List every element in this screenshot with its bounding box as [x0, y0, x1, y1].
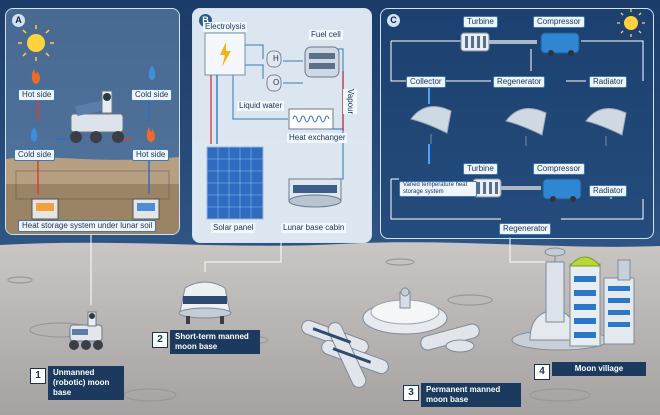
storage-box-right	[132, 198, 160, 220]
radiator-bottom-label: Radiator	[589, 185, 628, 197]
flame-icon-2	[146, 127, 155, 142]
solar-panel-unit	[206, 146, 264, 220]
rover-illustration	[70, 90, 124, 143]
solar-collectors	[410, 106, 627, 136]
turbine-top-label: Turbine	[463, 16, 498, 28]
hydrogen-label: H	[273, 54, 279, 63]
hot-side-label-bottom: Hot side	[132, 149, 170, 161]
stage-3-label: Permanent manned moon base	[421, 383, 521, 407]
radiator-top-label: Radiator	[589, 76, 628, 88]
water-drop-icon	[148, 65, 156, 80]
heat-storage-system-label: Varied temperature heat storage system	[399, 181, 477, 197]
cold-side-label-top: Cold side	[131, 89, 173, 101]
cold-side-label-bottom: Cold side	[14, 149, 56, 161]
turbine-bottom-unit	[472, 178, 502, 198]
oxygen-label: O	[273, 78, 280, 87]
water-drop-icon-2	[30, 127, 38, 142]
panel-c-illustration	[390, 9, 645, 220]
turbine-top-unit	[460, 32, 490, 52]
vapour-label: Vapour	[343, 89, 357, 115]
fuel-cell-unit	[304, 46, 340, 78]
regenerator-bottom-label: Regenerator	[499, 223, 552, 235]
compressor-bottom-unit	[542, 178, 582, 202]
stage-2-number: 2	[152, 332, 168, 348]
stage-1-number: 1	[30, 368, 46, 384]
stage-4-label: Moon village	[552, 362, 646, 376]
sun-icon	[18, 25, 54, 61]
compressor-top-unit	[540, 32, 580, 56]
flame-icon	[31, 69, 40, 84]
hydrogen-tank	[266, 50, 282, 68]
stage-4-number: 4	[534, 364, 550, 380]
heat-exchanger-unit	[288, 108, 334, 130]
panel-a-letter: A	[12, 14, 25, 27]
compressor-top-label: Compressor	[533, 16, 585, 28]
panel-a-heat-storage: A Hot side Cold side Cold side Hot side …	[5, 8, 180, 235]
panel-c-brayton-cycle: C Turbine Compressor Collector Regenerat…	[380, 8, 654, 239]
stage-3-number: 3	[403, 385, 419, 401]
turbine-bottom-label: Turbine	[463, 163, 498, 175]
oxygen-tank	[266, 74, 282, 92]
electrolysis-label: Electrolysis	[203, 22, 248, 32]
stage-1-label: Unmanned (robotic) moon base	[48, 366, 124, 400]
storage-box-left	[31, 198, 59, 220]
compressor-bottom-label: Compressor	[533, 163, 585, 175]
electrolysis-unit	[204, 32, 246, 76]
stage-2-label: Short-term manned moon base	[170, 330, 260, 354]
hot-side-label-top: Hot side	[18, 89, 56, 101]
lunar-cabin-unit	[288, 178, 342, 208]
lunar-cabin-label: Lunar base cabin	[281, 223, 347, 233]
heat-exchanger-label: Heat exchanger	[287, 133, 348, 143]
panel-b-energy-system: B Electrolysis Fuel cell H O Liquid wate…	[192, 8, 372, 243]
solar-panel-label: Solar panel	[211, 223, 256, 233]
panel-b-illustration	[204, 32, 344, 220]
sun-icon-c	[617, 9, 645, 37]
fuel-cell-label: Fuel cell	[309, 30, 343, 40]
panel-c-letter: C	[387, 14, 400, 27]
regenerator-top-label: Regenerator	[493, 76, 546, 88]
panel-a-illustration	[6, 9, 179, 234]
heat-storage-caption: Heat storage system under lunar soil	[18, 220, 157, 232]
collector-label: Collector	[406, 76, 446, 88]
liquid-water-label: Liquid water	[237, 101, 285, 111]
